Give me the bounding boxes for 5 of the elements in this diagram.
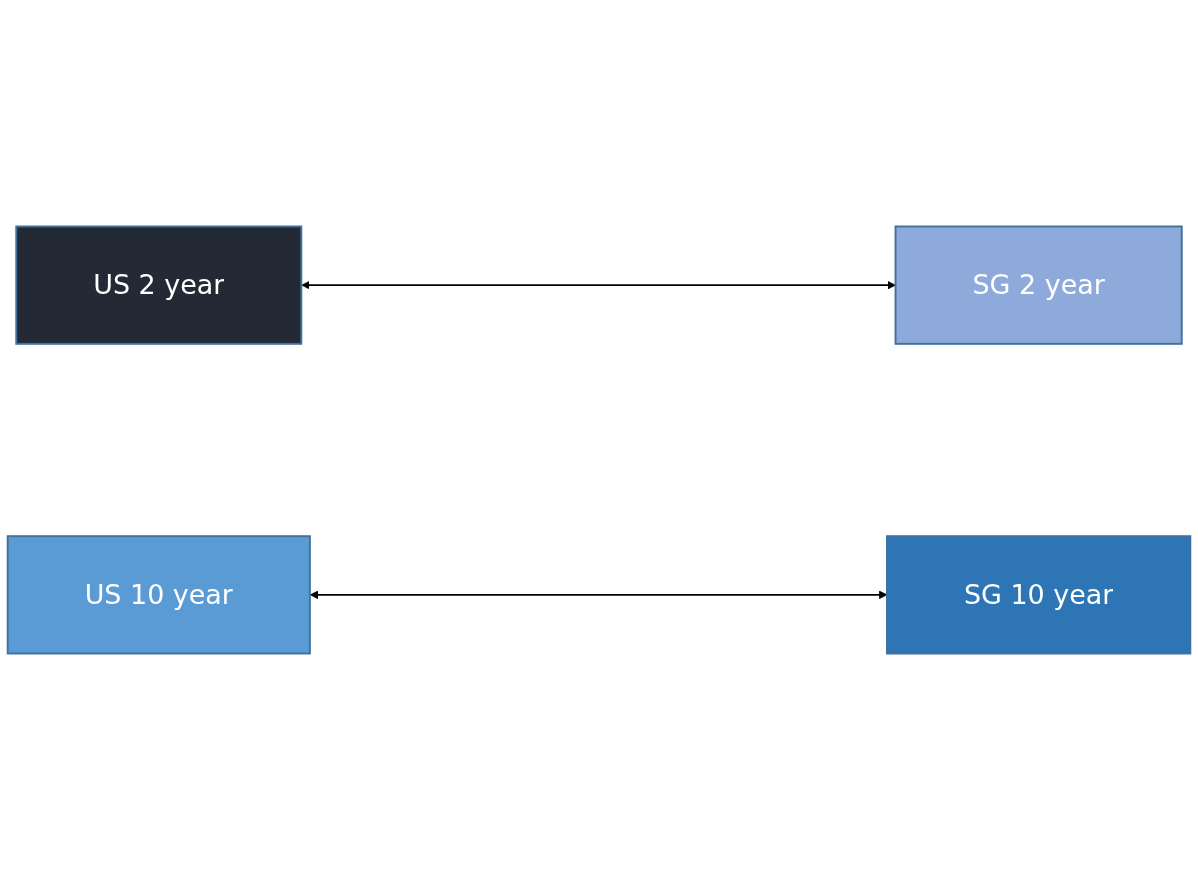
- arrow: [301, 280, 896, 290]
- node-box: SG 10 year: [886, 535, 1192, 655]
- node-box: SG 2 year: [894, 225, 1183, 345]
- node-box: US 10 year: [6, 535, 311, 655]
- node-box: US 2 year: [15, 225, 303, 345]
